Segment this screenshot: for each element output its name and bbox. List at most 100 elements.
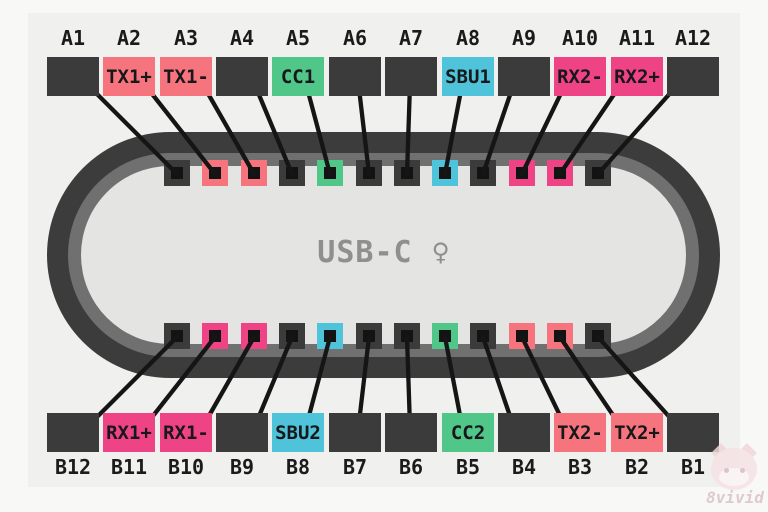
contact-pad-core bbox=[209, 330, 221, 342]
contact-pad-B4 bbox=[470, 323, 496, 349]
contact-pad-A10 bbox=[509, 160, 535, 186]
pin-id-label-A11: A11 bbox=[618, 26, 656, 50]
frame-band-bottom bbox=[0, 487, 768, 512]
frame-band-right bbox=[740, 0, 768, 512]
pin-box-B4 bbox=[498, 413, 550, 452]
contact-pad-A7 bbox=[394, 160, 420, 186]
contact-pad-A8 bbox=[432, 160, 458, 186]
pin-id-label-A12: A12 bbox=[674, 26, 712, 50]
pin-id-label-A10: A10 bbox=[561, 26, 599, 50]
pin-signal-label: RX2- bbox=[557, 65, 603, 88]
mascot-eye-icon bbox=[740, 468, 745, 473]
pin-signal-label: TX1- bbox=[163, 65, 209, 88]
pin-signal-label: TX1+ bbox=[106, 65, 152, 88]
pin-box-A5: CC1 bbox=[272, 57, 324, 96]
contact-pad-A5 bbox=[317, 160, 343, 186]
contact-pad-core bbox=[324, 330, 336, 342]
pin-box-A4 bbox=[216, 57, 268, 96]
contact-pad-core bbox=[401, 167, 413, 179]
contact-pad-core bbox=[324, 167, 336, 179]
contact-pad-core bbox=[554, 167, 566, 179]
pin-signal-label: CC2 bbox=[450, 421, 486, 444]
contact-pad-core bbox=[401, 330, 413, 342]
mascot-eye-icon bbox=[724, 468, 729, 473]
pin-id-label-A7: A7 bbox=[398, 26, 424, 50]
pin-id-label-B3: B3 bbox=[567, 455, 593, 479]
contact-pad-B12 bbox=[164, 323, 190, 349]
pin-box-B12 bbox=[47, 413, 99, 452]
pin-box-B7 bbox=[329, 413, 381, 452]
contact-pad-A3 bbox=[241, 160, 267, 186]
pin-box-A9 bbox=[498, 57, 550, 96]
contact-pad-B9 bbox=[279, 323, 305, 349]
contact-pad-core bbox=[439, 330, 451, 342]
contact-pad-core bbox=[439, 167, 451, 179]
pin-box-B1 bbox=[667, 413, 719, 452]
contact-pad-A1 bbox=[164, 160, 190, 186]
contact-pad-B3 bbox=[509, 323, 535, 349]
contact-pad-A12 bbox=[585, 160, 611, 186]
pin-box-A3: TX1- bbox=[160, 57, 212, 96]
contact-pad-core bbox=[592, 330, 604, 342]
pin-box-A8: SBU1 bbox=[442, 57, 494, 96]
pin-signal-label: RX1- bbox=[163, 421, 209, 444]
pin-id-label-B12: B12 bbox=[54, 455, 92, 479]
contact-pad-B10 bbox=[241, 323, 267, 349]
contact-pad-A6 bbox=[356, 160, 382, 186]
contact-pad-B7 bbox=[356, 323, 382, 349]
pin-box-A6 bbox=[329, 57, 381, 96]
pin-signal-label: RX1+ bbox=[106, 421, 152, 444]
pin-signal-label: RX2+ bbox=[614, 65, 660, 88]
contact-pad-core bbox=[592, 167, 604, 179]
contact-pad-B6 bbox=[394, 323, 420, 349]
pin-signal-label: SBU1 bbox=[445, 65, 491, 88]
pin-box-B8: SBU2 bbox=[272, 413, 324, 452]
contact-pad-A2 bbox=[202, 160, 228, 186]
pin-id-label-B10: B10 bbox=[167, 455, 205, 479]
contact-pad-B2 bbox=[547, 323, 573, 349]
pin-id-label-A9: A9 bbox=[511, 26, 537, 50]
pin-id-label-B9: B9 bbox=[229, 455, 255, 479]
contact-pad-core bbox=[554, 330, 566, 342]
pin-box-B10: RX1- bbox=[160, 413, 212, 452]
contact-pad-B1 bbox=[585, 323, 611, 349]
pin-box-B2: TX2+ bbox=[611, 413, 663, 452]
connector-type-label: USB-C ♀ bbox=[317, 235, 451, 270]
watermark: 8vivid bbox=[702, 442, 768, 508]
pin-signal-label: CC1 bbox=[280, 65, 316, 88]
contact-pad-core bbox=[209, 167, 221, 179]
pin-id-label-B2: B2 bbox=[624, 455, 650, 479]
contact-pad-core bbox=[516, 167, 528, 179]
pin-id-label-A2: A2 bbox=[116, 26, 142, 50]
contact-pad-core bbox=[286, 167, 298, 179]
pin-box-B9 bbox=[216, 413, 268, 452]
pin-id-label-A4: A4 bbox=[229, 26, 255, 50]
pin-box-B5: CC2 bbox=[442, 413, 494, 452]
pin-id-label-B7: B7 bbox=[342, 455, 368, 479]
contact-pad-core bbox=[248, 330, 260, 342]
pin-id-label-A3: A3 bbox=[173, 26, 199, 50]
pin-id-label-A5: A5 bbox=[285, 26, 311, 50]
pin-signal-label: TX2+ bbox=[614, 421, 660, 444]
contact-pad-A9 bbox=[470, 160, 496, 186]
pin-box-A1 bbox=[47, 57, 99, 96]
pin-box-A10: RX2- bbox=[554, 57, 606, 96]
contact-pad-core bbox=[171, 330, 183, 342]
contact-pad-core bbox=[363, 167, 375, 179]
contact-pad-core bbox=[171, 167, 183, 179]
connector-cavity bbox=[81, 166, 686, 344]
pin-id-label-B11: B11 bbox=[110, 455, 148, 479]
pin-id-label-B8: B8 bbox=[285, 455, 311, 479]
pin-id-label-A6: A6 bbox=[342, 26, 368, 50]
pin-id-label-B6: B6 bbox=[398, 455, 424, 479]
pin-box-A11: RX2+ bbox=[611, 57, 663, 96]
contact-pad-A11 bbox=[547, 160, 573, 186]
contact-pad-core bbox=[363, 330, 375, 342]
contact-pad-B11 bbox=[202, 323, 228, 349]
pin-id-label-A8: A8 bbox=[455, 26, 481, 50]
pin-box-B3: TX2- bbox=[554, 413, 606, 452]
pin-id-label-A1: A1 bbox=[60, 26, 86, 50]
pin-signal-label: SBU2 bbox=[275, 421, 321, 444]
contact-pad-B5 bbox=[432, 323, 458, 349]
